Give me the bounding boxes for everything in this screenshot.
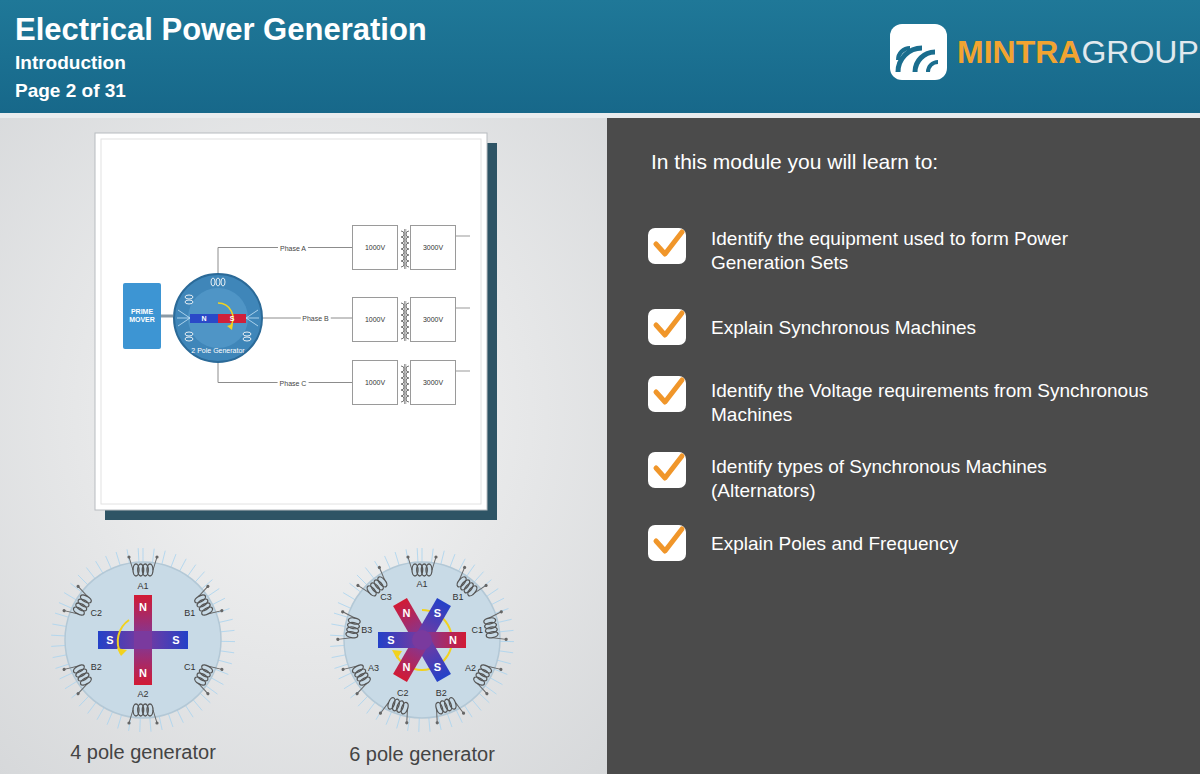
prime-mover-box: PRIME MOVER bbox=[123, 283, 161, 349]
page-title: Electrical Power Generation bbox=[15, 12, 427, 48]
logo-text: GROUP bbox=[1081, 34, 1198, 71]
objective-item: Identify the Voltage requirements from S… bbox=[711, 379, 1151, 427]
generator-circle: 2 Pole Generator bbox=[173, 273, 263, 363]
coil-label: B2 bbox=[436, 688, 447, 698]
pole-letter: N bbox=[403, 661, 411, 673]
pole-letter: N bbox=[139, 667, 147, 679]
figure-caption: 6 pole generator bbox=[349, 743, 495, 766]
voltage-label: 1000V bbox=[365, 244, 385, 251]
coil-label: B3 bbox=[361, 625, 372, 635]
pole-letter: S bbox=[387, 634, 394, 646]
voltage-label: 3000V bbox=[423, 379, 443, 386]
drive-shaft bbox=[161, 315, 173, 318]
coil-label: C1 bbox=[184, 662, 196, 672]
coil-label: B2 bbox=[91, 662, 102, 672]
page-number: Page 2 of 31 bbox=[15, 80, 126, 102]
voltage-label: 3000V bbox=[423, 244, 443, 251]
voltage-label: 3000V bbox=[423, 316, 443, 323]
voltage-label: 1000V bbox=[365, 316, 385, 323]
phase-label: Phase B bbox=[300, 314, 330, 323]
generator-label: 2 Pole Generator bbox=[191, 347, 244, 354]
coil-label: C1 bbox=[471, 625, 483, 635]
pole-letter: N bbox=[139, 601, 147, 613]
phase-label: Phase C bbox=[278, 378, 309, 387]
objective-item: Explain Poles and Frequency bbox=[711, 532, 1151, 556]
pole-letter: S bbox=[172, 634, 179, 646]
pole-letter: S bbox=[434, 607, 441, 619]
objective-item: Identify types of Synchronous Machines (… bbox=[711, 455, 1151, 503]
pole-letter: S bbox=[230, 315, 235, 323]
pole-letter: S bbox=[434, 661, 441, 673]
transformer-winding-box: 3000V bbox=[410, 225, 456, 270]
coil-label: C3 bbox=[380, 592, 392, 602]
transformer-winding-box: 1000V bbox=[352, 225, 398, 270]
transformer-winding-box: 1000V bbox=[352, 297, 398, 342]
objectives-heading: In this module you will learn to: bbox=[651, 150, 938, 174]
logo-wordmark: MINTRAGROUP bbox=[957, 34, 1199, 71]
voltage-label: 1000V bbox=[365, 379, 385, 386]
logo-text: MINTRA bbox=[957, 34, 1081, 71]
coil-label: B1 bbox=[184, 608, 195, 618]
pole-letter: N bbox=[201, 315, 206, 323]
phase-label: Phase A bbox=[278, 243, 308, 252]
coil-label: A3 bbox=[368, 663, 379, 673]
transformer-winding-box: 3000V bbox=[410, 360, 456, 405]
pole-letter: S bbox=[106, 634, 113, 646]
transformer-winding-box: 1000V bbox=[352, 360, 398, 405]
header-subtitle: Introduction bbox=[15, 52, 126, 74]
figure-caption: 4 pole generator bbox=[70, 741, 216, 764]
coil-label: C2 bbox=[90, 608, 102, 618]
objective-item: Explain Synchronous Machines bbox=[711, 316, 1151, 340]
box-label: PRIME MOVER bbox=[125, 308, 159, 325]
check-icons bbox=[648, 228, 686, 561]
coil-label: A1 bbox=[137, 581, 148, 591]
pole-letter: N bbox=[449, 634, 457, 646]
coil-label: C2 bbox=[397, 688, 409, 698]
pole-letter: N bbox=[403, 607, 411, 619]
objective-item: Identify the equipment used to form Powe… bbox=[711, 227, 1151, 275]
coil-label: A2 bbox=[465, 663, 476, 673]
coil-label: B1 bbox=[452, 592, 463, 602]
coil-label: A2 bbox=[137, 689, 148, 699]
coil-label: A1 bbox=[416, 579, 427, 589]
transformer-winding-box: 3000V bbox=[410, 297, 456, 342]
